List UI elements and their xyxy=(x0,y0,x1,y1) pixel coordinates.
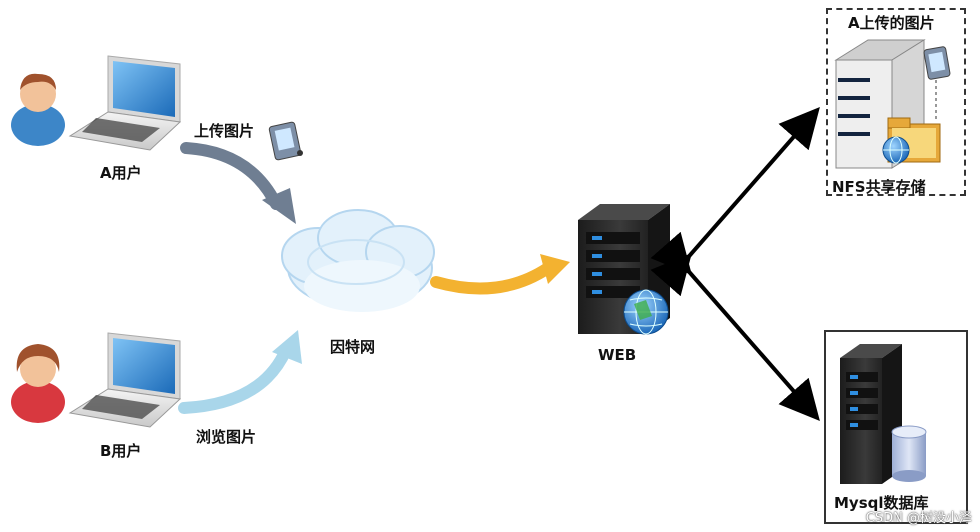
user-a-laptop xyxy=(68,55,182,151)
web-arrow xyxy=(430,254,570,295)
nfs-connection-arrow xyxy=(650,106,820,297)
nfs-storage-box xyxy=(826,8,966,196)
user-a-label: A用户 xyxy=(100,164,142,182)
user-b-avatar xyxy=(11,344,65,423)
upload-label: 上传图片 xyxy=(194,122,255,140)
nfs-globe-icon xyxy=(882,136,910,164)
mysql-box xyxy=(824,330,968,524)
internet-label: 因特网 xyxy=(330,338,376,356)
database-cylinder-icon xyxy=(891,425,927,482)
nfs-title-label: A上传的图片 xyxy=(848,14,935,32)
upload-image-icon xyxy=(268,121,303,161)
mysql-connection-arrow xyxy=(650,231,820,422)
web-label: WEB xyxy=(598,346,637,364)
browse-arrow xyxy=(178,330,302,414)
nfs-storage-label: NFS共享存储 xyxy=(832,178,926,196)
csdn-watermark: CSDN @树没小泽 xyxy=(865,511,972,526)
web-globe-icon xyxy=(623,289,669,335)
user-a-avatar xyxy=(11,73,65,146)
user-b-laptop xyxy=(68,332,182,428)
user-b-label: B用户 xyxy=(100,442,142,460)
browse-label: 浏览图片 xyxy=(196,428,257,446)
mysql-label: Mysql数据库 xyxy=(834,494,929,512)
internet-cloud xyxy=(281,209,435,312)
nfs-image-icon xyxy=(923,46,951,120)
upload-arrow xyxy=(180,142,296,224)
